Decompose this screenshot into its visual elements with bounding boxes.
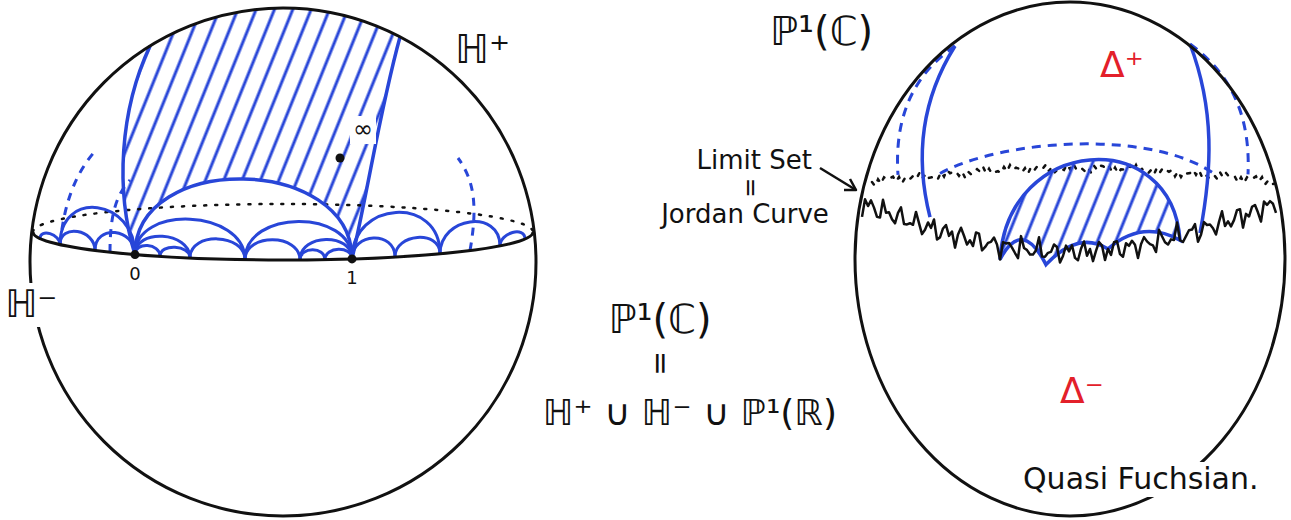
arrow-head bbox=[844, 179, 856, 190]
geodesic bbox=[1190, 44, 1209, 233]
geodesic bbox=[352, 37, 400, 259]
sphere-outline bbox=[855, 2, 1285, 516]
equator-back bbox=[33, 204, 533, 232]
back-geodesic bbox=[940, 144, 1215, 175]
farey-arc bbox=[245, 221, 352, 259]
region-label: Δ⁺ bbox=[1100, 44, 1144, 85]
equator bbox=[33, 232, 533, 260]
point-label: 0 bbox=[129, 264, 140, 285]
farey-arc bbox=[352, 212, 440, 259]
back-geodesic bbox=[1190, 44, 1248, 174]
annotation: Jordan Curve bbox=[661, 200, 829, 230]
decomposition-formula: ℍ⁺ ∪ ℍ⁻ ∪ ℙ¹(ℝ) bbox=[543, 392, 837, 433]
region-label: ℍ⁻ bbox=[2, 283, 60, 327]
point-label: 1 bbox=[346, 268, 357, 289]
point bbox=[131, 250, 140, 259]
farey-arc bbox=[300, 239, 352, 259]
farey-arc bbox=[135, 219, 245, 260]
annotation: Limit Set bbox=[697, 146, 812, 176]
geodesic bbox=[123, 46, 150, 255]
point bbox=[336, 154, 345, 163]
hatched-region bbox=[123, 8, 400, 259]
region-label: ℍ⁺ bbox=[455, 26, 510, 72]
limit-set-curve bbox=[862, 199, 1276, 262]
leader-arrow bbox=[820, 168, 856, 190]
space-label: ℙ¹(ℂ) bbox=[770, 8, 873, 54]
farey-arc bbox=[352, 238, 395, 259]
farey-arc bbox=[245, 240, 300, 260]
back-geodesic bbox=[458, 158, 474, 251]
space-label: ℙ¹(ℂ) bbox=[608, 296, 711, 342]
region-label: Δ⁻ bbox=[1060, 370, 1104, 411]
farey-arc bbox=[135, 179, 352, 259]
geodesic bbox=[922, 46, 955, 217]
point-label: ∞ bbox=[350, 116, 376, 144]
equals-sign: = bbox=[736, 178, 764, 198]
caption-note: Quasi Fuchsian. bbox=[1020, 462, 1262, 497]
equals-sign: = bbox=[643, 351, 678, 376]
farey-arc bbox=[190, 239, 245, 260]
point bbox=[348, 254, 357, 263]
sphere-outline bbox=[30, 8, 536, 516]
